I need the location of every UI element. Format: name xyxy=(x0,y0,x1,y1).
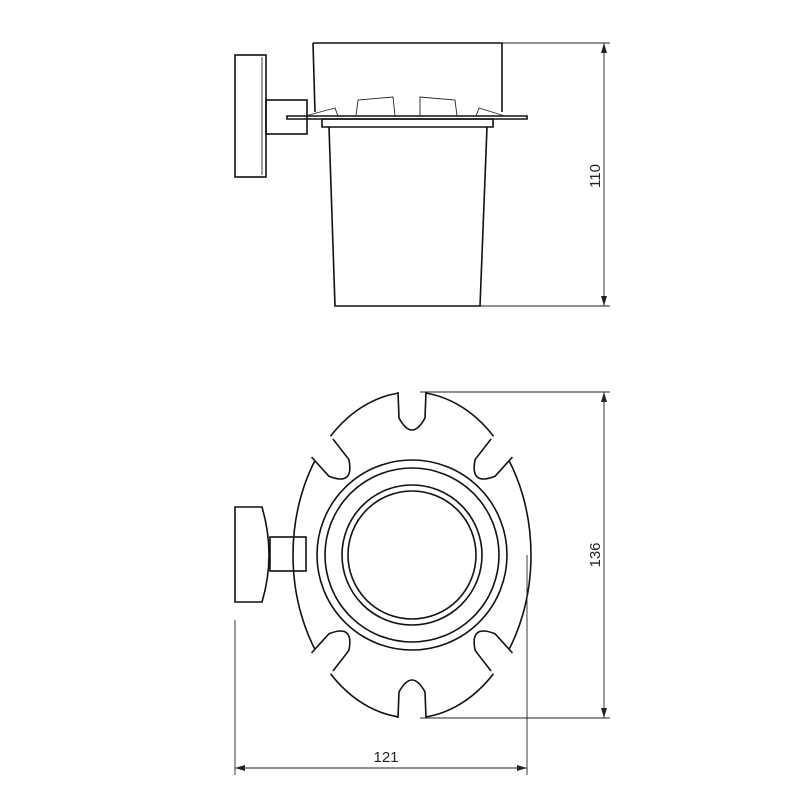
dimension-label-110: 110 xyxy=(587,164,604,188)
toothbrush-slots xyxy=(303,380,521,730)
cup-body xyxy=(328,126,488,307)
slot-0 xyxy=(397,380,427,431)
slot-5 xyxy=(303,630,351,681)
ring-third xyxy=(341,484,483,626)
dimension-label-121: 121 xyxy=(373,749,398,766)
wall-plate-side xyxy=(234,54,267,178)
slot-4 xyxy=(473,630,521,681)
wall-plate-top xyxy=(234,506,270,603)
glass-upper xyxy=(312,42,503,113)
holder-flange xyxy=(286,115,528,120)
top-view: 136 121 xyxy=(234,380,610,775)
mount-block-top xyxy=(269,536,307,572)
slot-3 xyxy=(397,679,427,730)
ring-second xyxy=(324,467,500,643)
side-view: 110 xyxy=(234,42,610,307)
slot-2 xyxy=(473,429,521,480)
cup-opening xyxy=(347,490,477,620)
mount-block-side xyxy=(265,99,308,135)
dimension-label-136: 136 xyxy=(587,542,604,567)
slot-1 xyxy=(303,429,351,480)
ring-outer xyxy=(316,459,508,651)
